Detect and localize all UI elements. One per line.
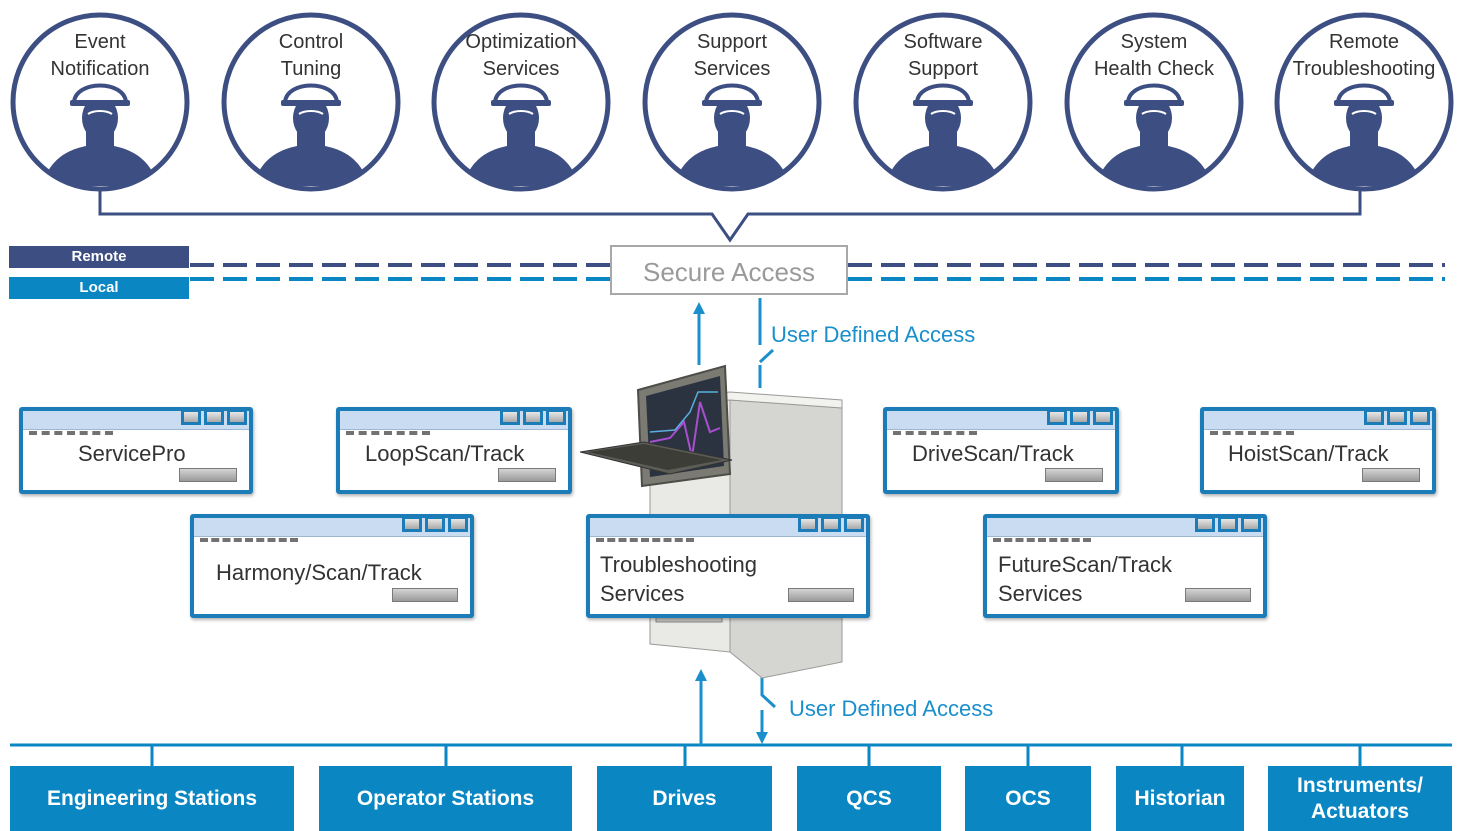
service-label-system-health-check: System Health Check [1093, 31, 1215, 80]
window-controls [402, 516, 468, 532]
window-title: Troubleshooting Services [600, 552, 757, 606]
drives-box: Drives [597, 766, 772, 831]
window-title: ServicePro [78, 441, 186, 466]
window-controls [181, 409, 247, 425]
window-controls [1195, 516, 1261, 532]
ocs-box: OCS [965, 766, 1091, 831]
window-title: Harmony/Scan/Track [216, 560, 422, 585]
service-label-control-tuning: Control Tuning [278, 31, 344, 80]
operator-stations-box: Operator Stations [319, 766, 572, 831]
service-label-optimization-services: Optimization Services [465, 31, 577, 80]
window-harmony-scan-track: Harmony/Scan/Track [190, 514, 474, 618]
service-bracket-line [98, 185, 1362, 243]
user-defined-access-bottom-label: User Defined Access [789, 696, 994, 721]
qcs-box: QCS [797, 766, 941, 831]
historian-box: Historian [1116, 766, 1244, 831]
window-drivescan-track: DriveScan/Track [883, 407, 1119, 494]
window-title: HoistScan/Track [1228, 441, 1389, 466]
secure-access-box: Secure Access [610, 245, 848, 295]
window-controls [798, 516, 864, 532]
service-label-remote-troubleshooting: Remote Troubleshooting [1292, 31, 1436, 80]
remote-label: Remote [9, 246, 189, 268]
window-controls [500, 409, 566, 425]
window-troubleshooting-services: Troubleshooting Services [586, 514, 870, 618]
local-label: Local [9, 277, 189, 299]
instruments-actuators-box: Instruments/ Actuators [1268, 766, 1452, 831]
window-controls [1047, 409, 1113, 425]
user-defined-access-top-label: User Defined Access [771, 322, 976, 347]
service-label-support-services: Support Services [693, 31, 771, 80]
window-servicepro: ServicePro [19, 407, 253, 494]
window-loopscan-track: LoopScan/Track [336, 407, 572, 494]
window-progress-bar [179, 468, 237, 482]
window-title: LoopScan/Track [365, 441, 525, 466]
service-label-event-notification: Event Notification [50, 31, 150, 80]
window-dashes [29, 431, 113, 435]
uda-top-tick [758, 348, 775, 364]
engineering-stations-box: Engineering Stations [10, 766, 294, 831]
window-title: FutureScan/Track Services [998, 552, 1173, 606]
window-title: DriveScan/Track [912, 441, 1074, 466]
uda-bottom-connector [762, 676, 777, 738]
window-futurescan-track-services: FutureScan/Track Services [983, 514, 1267, 618]
window-hoistscan-track: HoistScan/Track [1200, 407, 1436, 494]
window-controls [1364, 409, 1430, 425]
service-label-software-support: Software Support [903, 31, 983, 80]
